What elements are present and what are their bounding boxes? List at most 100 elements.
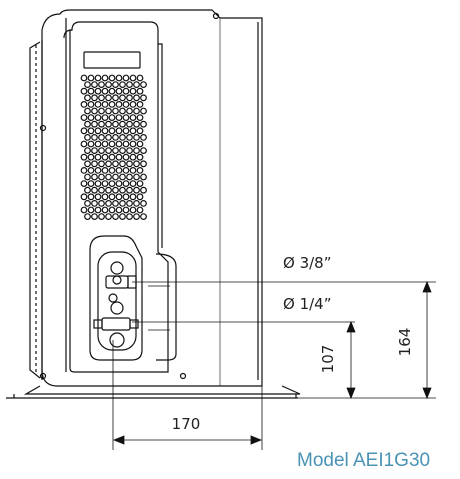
vent-hole bbox=[80, 180, 88, 188]
vent-hole bbox=[129, 100, 137, 108]
vent-hole bbox=[133, 147, 140, 155]
vent-hole bbox=[133, 160, 140, 168]
vent-hole bbox=[140, 213, 147, 221]
vent-hole bbox=[115, 140, 123, 148]
vent-hole bbox=[101, 206, 109, 214]
vent-hole bbox=[136, 87, 144, 95]
vent-hole bbox=[98, 133, 105, 141]
vent-hole bbox=[115, 114, 123, 121]
vent-hole bbox=[87, 206, 95, 214]
vent-hole bbox=[108, 100, 116, 108]
vent-hole bbox=[91, 120, 98, 128]
vent-hole bbox=[84, 213, 91, 221]
vent-hole bbox=[136, 153, 144, 161]
vent-hole bbox=[136, 74, 144, 82]
vent-hole bbox=[112, 186, 119, 194]
vent-hole bbox=[84, 173, 91, 181]
vent-hole bbox=[136, 114, 144, 121]
vent-hole bbox=[101, 193, 109, 201]
vent-hole bbox=[94, 74, 102, 82]
pipe-large-label: Ø 3/8” bbox=[283, 254, 332, 272]
vent-hole bbox=[126, 213, 133, 221]
vent-hole bbox=[91, 199, 98, 207]
vent-hole bbox=[122, 100, 130, 108]
vent-hole bbox=[94, 140, 102, 148]
vent-hole bbox=[91, 147, 98, 155]
pipe-small-label: Ø 1/4” bbox=[283, 295, 332, 313]
vent-hole bbox=[129, 140, 137, 148]
vent-hole bbox=[105, 133, 112, 141]
vent-hole bbox=[105, 173, 112, 181]
vent-hole bbox=[129, 114, 137, 121]
unit-body bbox=[41, 9, 263, 387]
vent-hole bbox=[112, 120, 119, 128]
vent-hole bbox=[105, 81, 112, 88]
vent-hole bbox=[133, 133, 140, 141]
vent-hole bbox=[87, 127, 95, 135]
vent-hole bbox=[122, 180, 130, 188]
vent-hole bbox=[112, 107, 119, 115]
vent-hole bbox=[140, 120, 147, 128]
vent-hole bbox=[91, 133, 98, 141]
vent-hole bbox=[80, 100, 88, 108]
vent-hole bbox=[108, 153, 116, 161]
height-large-label: 164 bbox=[396, 328, 414, 357]
vent-hole bbox=[105, 147, 112, 155]
vent-hole bbox=[94, 206, 102, 214]
vent-hole bbox=[94, 193, 102, 201]
vent-hole bbox=[133, 107, 140, 115]
vent-hole bbox=[133, 94, 140, 102]
front-panel bbox=[69, 21, 169, 373]
vent-hole bbox=[119, 199, 126, 207]
vent-hole bbox=[126, 133, 133, 141]
vent-hole bbox=[84, 147, 91, 155]
vent-hole bbox=[129, 74, 137, 82]
vent-hole bbox=[119, 173, 126, 181]
vent-hole bbox=[122, 127, 130, 135]
vent-hole bbox=[133, 120, 140, 128]
vent-hole bbox=[129, 193, 137, 201]
vent-hole bbox=[105, 160, 112, 168]
vent-hole bbox=[94, 153, 102, 161]
display-window bbox=[83, 51, 141, 69]
vent-hole bbox=[140, 147, 147, 155]
vent-hole bbox=[112, 94, 119, 102]
vent-hole bbox=[108, 180, 116, 188]
screw-icon bbox=[39, 12, 220, 380]
vent-hole bbox=[101, 127, 109, 135]
vent-hole bbox=[140, 81, 147, 88]
vent-hole bbox=[91, 186, 98, 194]
vent-hole bbox=[91, 94, 98, 102]
vent-hole bbox=[101, 114, 109, 121]
vent-hole bbox=[105, 107, 112, 115]
vent-hole bbox=[115, 206, 123, 214]
vent-hole bbox=[126, 199, 133, 207]
vent-hole bbox=[80, 114, 88, 121]
vent-hole bbox=[98, 160, 105, 168]
vent-hole bbox=[119, 133, 126, 141]
vent-hole bbox=[133, 81, 140, 88]
vent-hole bbox=[140, 160, 147, 168]
base-feet bbox=[6, 385, 301, 399]
vent-hole bbox=[112, 133, 119, 141]
vent-hole bbox=[98, 147, 105, 155]
vent-hole bbox=[91, 173, 98, 181]
vent-hole bbox=[98, 173, 105, 181]
vent-hole bbox=[136, 206, 144, 214]
vent-hole bbox=[84, 160, 91, 168]
vent-hole bbox=[94, 87, 102, 95]
vent-hole bbox=[98, 94, 105, 102]
vent-hole bbox=[80, 193, 88, 201]
vent-hole bbox=[105, 213, 112, 221]
vent-hole bbox=[115, 166, 123, 174]
vent-hole bbox=[136, 166, 144, 174]
vent-hole bbox=[115, 127, 123, 135]
vent-hole bbox=[101, 74, 109, 82]
vent-hole bbox=[98, 107, 105, 115]
vent-hole bbox=[126, 186, 133, 194]
vent-hole bbox=[101, 166, 109, 174]
vent-hole bbox=[105, 94, 112, 102]
vent-hole bbox=[80, 74, 88, 82]
vent-hole bbox=[119, 81, 126, 88]
width-extension-lines bbox=[112, 340, 263, 450]
